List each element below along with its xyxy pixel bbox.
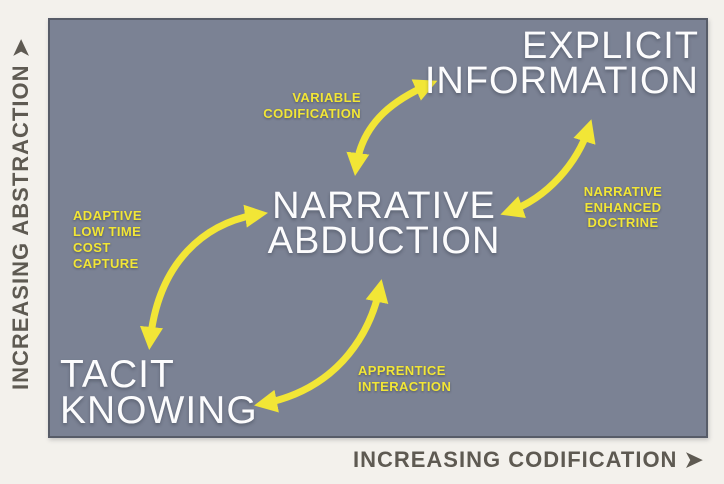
node-tacit-knowing: TACIT KNOWING [60, 353, 258, 432]
y-axis-label-increasing-abstraction: INCREASING ABSTRACTION ➤ [8, 37, 33, 391]
edge-label-apprentice-interaction: APPRENTICE INTERACTION [358, 363, 451, 394]
node-line: NARRATIVE [272, 185, 496, 227]
node-narrative-abduction: NARRATIVE ABDUCTION [252, 185, 516, 262]
edge-label-line: ENHANCED [584, 199, 662, 215]
edge-label-narrative-enhanced-doctrine: NARRATIVE ENHANCED DOCTRINE [563, 184, 683, 231]
edge-label-line: VARIABLE [292, 90, 361, 105]
node-explicit-information: EXPLICIT INFORMATION [424, 25, 699, 102]
node-line: ABDUCTION [267, 220, 501, 262]
edge-label-line: COST [73, 240, 111, 255]
edge-label-line: ADAPTIVE [73, 208, 142, 223]
edge-label-line: INTERACTION [358, 378, 452, 394]
node-line: INFORMATION [424, 60, 699, 102]
edge-label-line: LOW TIME [73, 224, 142, 239]
edge-label-line: APPRENTICE [358, 363, 446, 378]
edge-label-adaptive-low-time-cost-capture: ADAPTIVE LOW TIME COST CAPTURE [73, 208, 142, 272]
edge-label-line: NARRATIVE [583, 184, 663, 199]
edge-label-line: CODIFICATION [263, 105, 361, 121]
node-line: TACIT [60, 353, 175, 396]
node-line: EXPLICIT [522, 25, 699, 67]
x-axis-label-increasing-codification: INCREASING CODIFICATION ➤ [352, 447, 704, 472]
edge-label-variable-codification: VARIABLE CODIFICATION [240, 90, 361, 121]
edge-label-line: CAPTURE [73, 256, 139, 271]
edge-label-line: DOCTRINE [587, 215, 659, 230]
node-line: KNOWING [60, 389, 258, 432]
